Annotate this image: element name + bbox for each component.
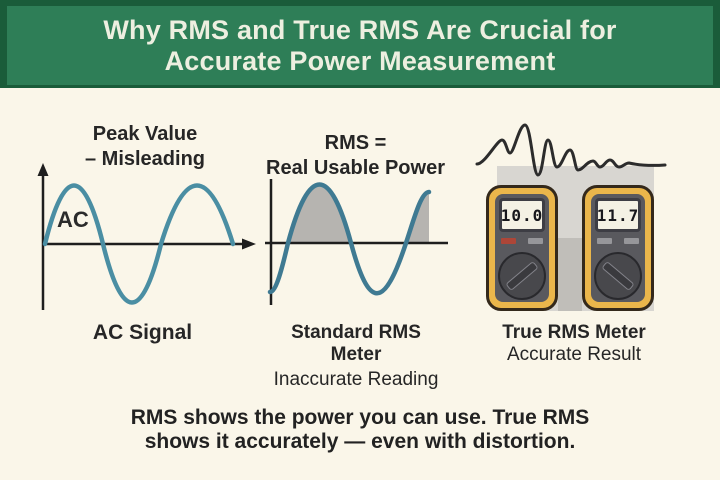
meter-face: 10.0: [495, 194, 549, 302]
x-axis-arrow-icon: [242, 238, 256, 250]
true-rms-caption: True RMS Meter Accurate Result: [478, 322, 670, 366]
page-title-line1: Why RMS and True RMS Are Crucial for: [103, 14, 617, 45]
distorted-wave: [475, 123, 667, 177]
true-rms-meter-left: 10.0: [486, 185, 558, 311]
meter-buttons: [597, 238, 639, 244]
rotary-dial: [594, 252, 642, 300]
rotary-dial: [498, 252, 546, 300]
ac-wave-label: AC: [57, 207, 89, 232]
meter-buttons: [501, 238, 543, 244]
meter-gap-shadow: [558, 238, 582, 311]
meter-face: 11.7: [591, 194, 645, 302]
rms-title: RMS = Real Usable Power: [258, 131, 453, 181]
peak-value-title-line2: – Misleading: [84, 148, 206, 170]
dial-selector: [505, 260, 539, 292]
rms-sine-wave: [267, 182, 432, 296]
true-rms-meter-right: 11.7: [582, 185, 654, 311]
ac-sine-wave-plot: [37, 163, 256, 310]
footer-line1: RMS shows the power you can use. True RM…: [130, 406, 590, 429]
meter-button-gray: [597, 238, 612, 244]
lcd-display: 10.0: [499, 198, 545, 232]
meter-button-gray: [528, 238, 543, 244]
distorted-wave-plot: [475, 123, 667, 177]
header-banner: Why RMS and True RMS Are Crucial for Acc…: [0, 0, 720, 88]
ac-signal-caption: AC Signal: [92, 321, 193, 344]
true-rms-caption-line1: True RMS Meter: [502, 322, 646, 343]
dial-selector: [601, 260, 635, 292]
footer-summary: RMS shows the power you can use. True RM…: [0, 406, 720, 454]
rms-title-line1: RMS =: [324, 132, 387, 154]
lcd-display: 11.7: [595, 198, 641, 232]
meter-button-gray: [624, 238, 639, 244]
true-rms-caption-line2: Accurate Result: [506, 344, 642, 365]
inaccurate-reading-caption: Inaccurate Reading: [273, 369, 439, 390]
rms-title-line2: Real Usable Power: [266, 157, 445, 179]
y-axis-arrow-icon: [37, 163, 49, 176]
meter-button-red: [501, 238, 516, 244]
standard-rms-caption-line2: Meter: [330, 344, 382, 365]
footer-line2: shows it accurately — even with distorti…: [144, 430, 576, 453]
standard-rms-caption-line1: Standard RMS: [291, 322, 421, 343]
page-title-line2: Accurate Power Measurement: [164, 45, 556, 76]
standard-rms-caption: Standard RMS Meter Inaccurate Reading: [266, 322, 446, 391]
peak-value-title: Peak Value – Misleading: [40, 122, 250, 172]
rms-shaded-wave-plot: [265, 179, 448, 305]
ac-sine-wave: [42, 183, 236, 305]
peak-value-title-line1: Peak Value: [92, 123, 198, 145]
